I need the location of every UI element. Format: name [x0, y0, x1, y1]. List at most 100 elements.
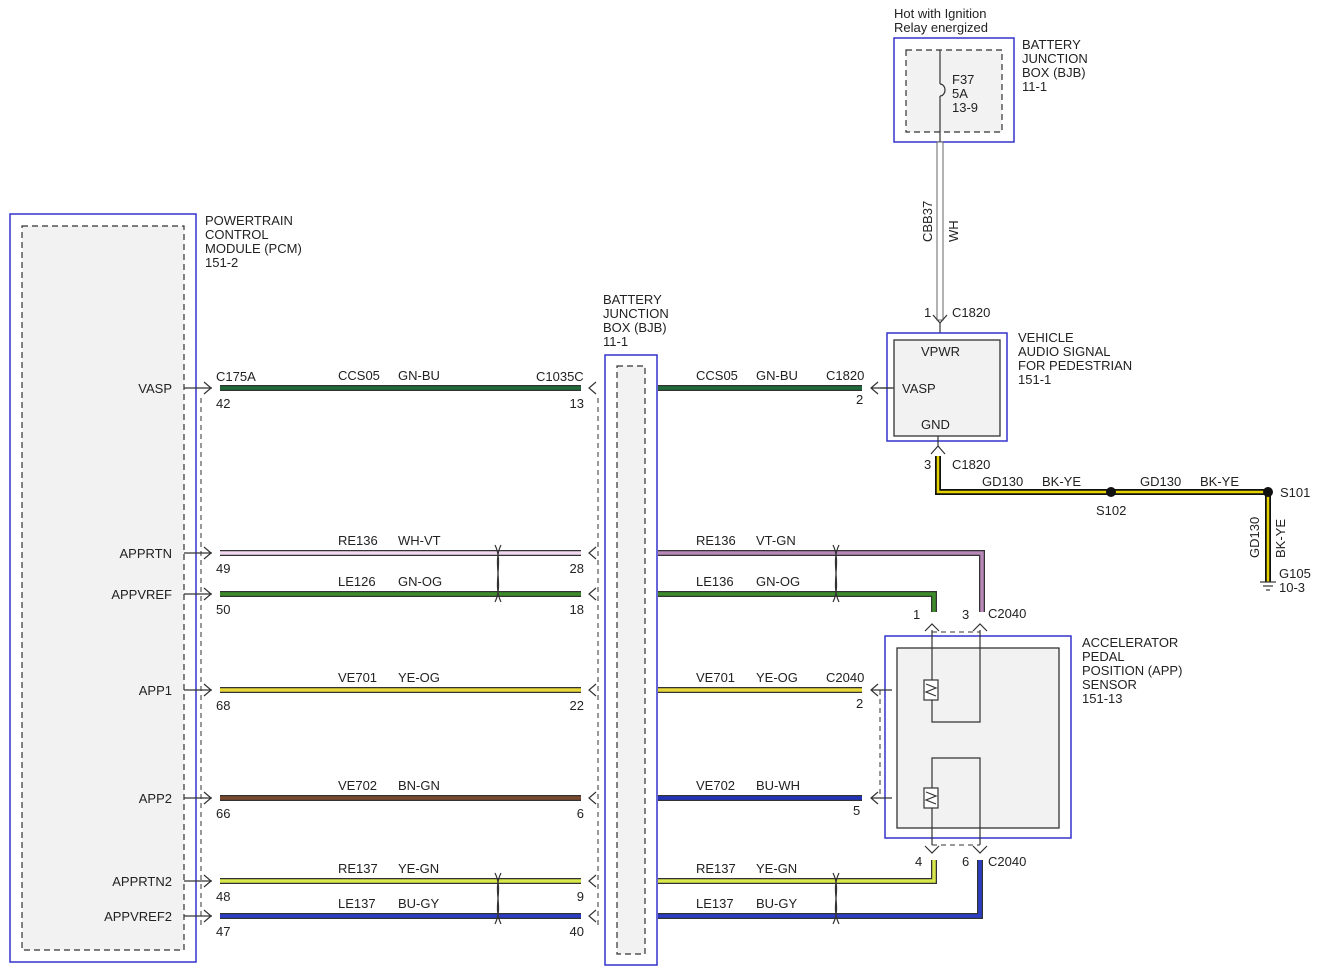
gnd-seg1-color: BK-YE: [1042, 474, 1081, 489]
splice-s101-label: S101: [1280, 485, 1310, 500]
gnd-seg2-color: BK-YE: [1200, 474, 1239, 489]
bjb-pin-vasp: 13: [570, 396, 584, 411]
signal-name-app2: APP2: [139, 791, 172, 806]
fuse-note-line2: Relay energized: [894, 20, 988, 35]
signal-name-apprtn: APPRTN: [120, 546, 173, 561]
ground-ref: 10-3: [1279, 580, 1305, 595]
left-circuit-app1: VE701: [338, 670, 377, 685]
app-pin3-arrow: [972, 623, 988, 632]
gnd-wire-core: [936, 456, 1270, 582]
bjb-title-ref: 11-1: [603, 334, 628, 349]
bjb-pin-appvref: 18: [570, 602, 584, 617]
bjb-pin-apprtn: 28: [570, 561, 584, 576]
fuse-box-inner: [905, 49, 1003, 133]
app-connector-top: C2040: [988, 606, 1026, 621]
right-circuit-vasp: CCS05: [696, 368, 738, 383]
fuse-box-title-2: JUNCTION: [1022, 51, 1088, 66]
supply-wire-line: [936, 141, 944, 321]
gnd-seg2-circuit: GD130: [1140, 474, 1181, 489]
twist-marker-b-1-836: [832, 872, 840, 925]
right-circuit-app2: VE702: [696, 778, 735, 793]
vasp-pin-vpwr: VPWR: [921, 344, 960, 359]
supply-wire-color: WH: [946, 220, 961, 242]
fuse-id: F37: [952, 72, 974, 87]
app-title-3: POSITION (APP): [1082, 663, 1182, 678]
bjb-pin-arrow-app1: [588, 683, 597, 697]
vasp-inner: [893, 339, 1001, 437]
left-color-app2: BN-GN: [398, 778, 440, 793]
pcm-title-3: MODULE (PCM): [205, 241, 302, 256]
end-pin-vasp: 2: [856, 392, 863, 407]
right-circuit-appvref: LE136: [696, 574, 734, 589]
pcm-pin-app2: 66: [216, 806, 230, 821]
gnd-drop-color: BK-YE: [1273, 519, 1288, 558]
end-pin-apprtn2: 4: [915, 854, 922, 869]
gnd-pin: 3: [924, 457, 931, 472]
pcm-inner: [21, 225, 185, 951]
bjb-inner: [616, 365, 646, 955]
pcm-pin-appvref: 50: [216, 602, 230, 617]
app-connector-bottom: C2040: [988, 854, 1026, 869]
app-sensor-inner: [896, 647, 1060, 829]
bjb-pin-arrow-vasp: [588, 381, 597, 395]
app-pin1-arrow: [924, 623, 940, 632]
pcm-connector: C175A: [216, 369, 256, 384]
vasp-pin-vasp: VASP: [902, 381, 936, 396]
app-pin4-arrow: [924, 845, 940, 854]
pcm-pin-arrow-appvref: [203, 587, 212, 601]
twist-marker-b-1-498: [494, 872, 502, 925]
right-wire-appvref2: [658, 860, 982, 918]
vasp-title-1: VEHICLE: [1018, 330, 1074, 345]
left-color-appvref: GN-OG: [398, 574, 442, 589]
end-connector-vasp: C1820: [826, 368, 864, 383]
right-color-apprtn: VT-GN: [756, 533, 796, 548]
vasp-title-ref: 151-1: [1018, 372, 1051, 387]
pcm-pin-arrow-appvref2: [203, 909, 212, 923]
pcm-pin-arrow-vasp: [203, 381, 212, 395]
fuse-note-line1: Hot with Ignition: [894, 6, 987, 21]
right-wire-appvref: [658, 592, 936, 612]
right-color-app1: YE-OG: [756, 670, 798, 685]
fuse-box: Hot with Ignition Relay energized F37 5A…: [893, 6, 1088, 143]
bjb-pin-appvref2: 40: [570, 924, 584, 939]
end-pin-appvref2: 6: [962, 854, 969, 869]
left-circuit-apprtn: RE136: [338, 533, 378, 548]
right-circuit-app1: VE701: [696, 670, 735, 685]
end-pin-appvref: 1: [913, 607, 920, 622]
left-color-apprtn: WH-VT: [398, 533, 441, 548]
vasp-title-2: AUDIO SIGNAL: [1018, 344, 1110, 359]
right-color-appvref2: BU-GY: [756, 896, 798, 911]
bjb-pin-arrow-app2: [588, 791, 597, 805]
left-circuit-vasp: CCS05: [338, 368, 380, 383]
right-color-apprtn2: YE-GN: [756, 861, 797, 876]
left-circuit-apprtn2: RE137: [338, 861, 378, 876]
right-color-app2: BU-WH: [756, 778, 800, 793]
right-wire-apprtn: [658, 551, 984, 612]
vasp-title-3: FOR PEDESTRIAN: [1018, 358, 1132, 373]
bjb-title-2: JUNCTION: [603, 306, 669, 321]
supply-pin: 1: [924, 305, 931, 320]
bjb-pin-arrow-apprtn: [588, 546, 597, 560]
ground-id: G105: [1279, 566, 1311, 581]
supply-wire: CBB37 WH 1 C1820: [920, 141, 990, 338]
app-title-2: PEDAL: [1082, 649, 1125, 664]
bjb-pin-apprtn2: 9: [577, 889, 584, 904]
right-color-appvref: GN-OG: [756, 574, 800, 589]
pcm-module: POWERTRAIN CONTROL MODULE (PCM) 151-2 C1…: [9, 213, 302, 963]
gnd-drop-circuit: GD130: [1247, 517, 1262, 558]
bjb-title-3: BOX (BJB): [603, 320, 667, 335]
right-circuit-appvref2: LE137: [696, 896, 734, 911]
pcm-title-1: POWERTRAIN: [205, 213, 293, 228]
app-title-4: SENSOR: [1082, 677, 1137, 692]
left-color-apprtn2: YE-GN: [398, 861, 439, 876]
pcm-pin-arrow-apprtn: [203, 546, 212, 560]
app-sensor: ACCELERATOR PEDAL POSITION (APP) SENSOR …: [879, 606, 1182, 869]
bjb-pin-app1: 22: [570, 698, 584, 713]
pcm-title-ref: 151-2: [205, 255, 238, 270]
app-title-ref: 151-13: [1082, 691, 1122, 706]
